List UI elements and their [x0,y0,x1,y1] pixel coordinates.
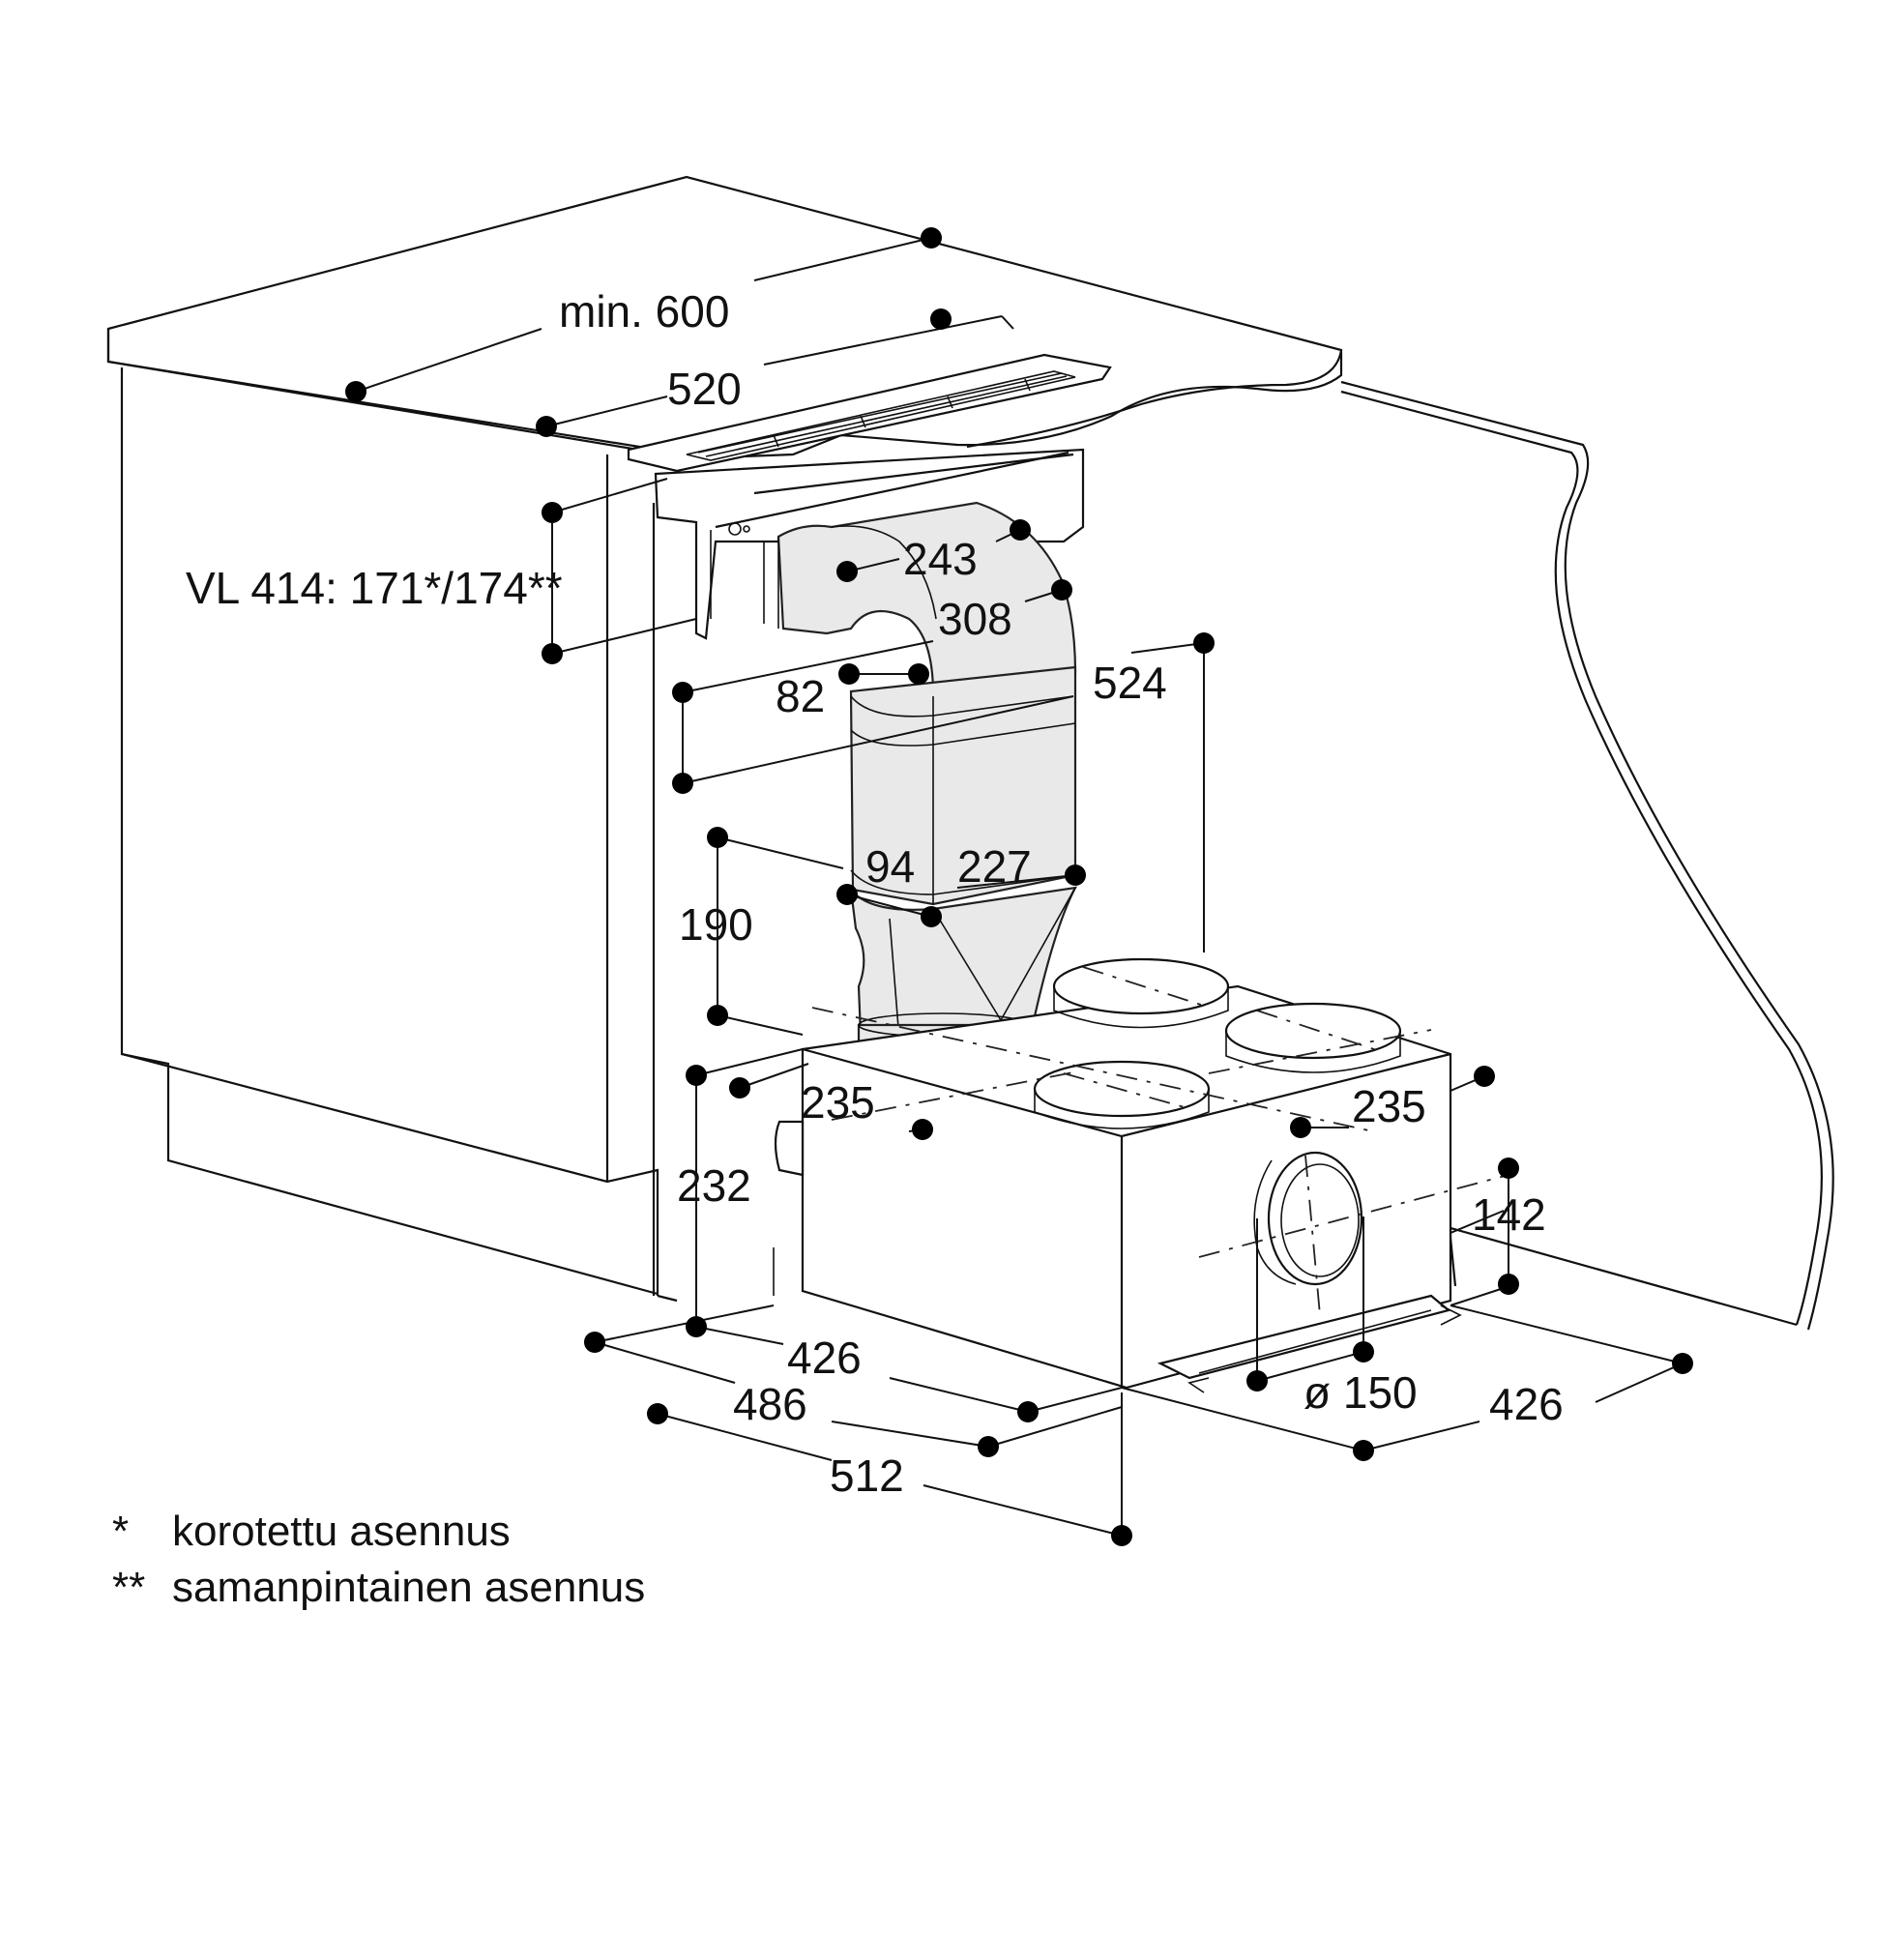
dimension-points [345,227,1693,1546]
duct-assembly [763,501,1077,1077]
dim-min-600: min. 600 [559,286,729,337]
dim-426-left: 426 [787,1333,862,1383]
dim-520: 520 [667,364,742,414]
dim-243: 243 [903,534,978,584]
footnote-single-marker: * [112,1508,129,1555]
dim-486: 486 [733,1379,807,1429]
footnote-single-text: korotettu asennus [172,1508,511,1555]
dim-235-left: 235 [801,1077,875,1128]
dim-512: 512 [830,1450,904,1501]
dimension-lines [355,237,1684,1537]
dim-426-right: 426 [1489,1379,1564,1429]
dim-524: 524 [1093,658,1167,708]
footnote-double-text: samanpintainen asennus [172,1564,645,1611]
dim-235-right: 235 [1352,1081,1426,1131]
dim-308: 308 [938,594,1012,644]
dim-diameter-150: ø 150 [1304,1367,1418,1418]
dim-227: 227 [957,841,1032,892]
footnotes: * korotettu asennus ** samanpintainen as… [112,1508,645,1611]
footnote-double-marker: ** [112,1564,145,1611]
downdraft-unit [627,353,1112,640]
dim-vl414: VL 414: 171*/174** [186,563,563,613]
dim-94: 94 [865,841,915,892]
dim-190: 190 [679,899,753,950]
dim-142: 142 [1472,1189,1546,1240]
dimension-labels: min. 600 520 VL 414: 171*/174** 243 308 … [186,286,1564,1501]
dim-82: 82 [776,671,825,721]
motor-box [773,957,1509,1393]
dim-232: 232 [677,1160,751,1211]
